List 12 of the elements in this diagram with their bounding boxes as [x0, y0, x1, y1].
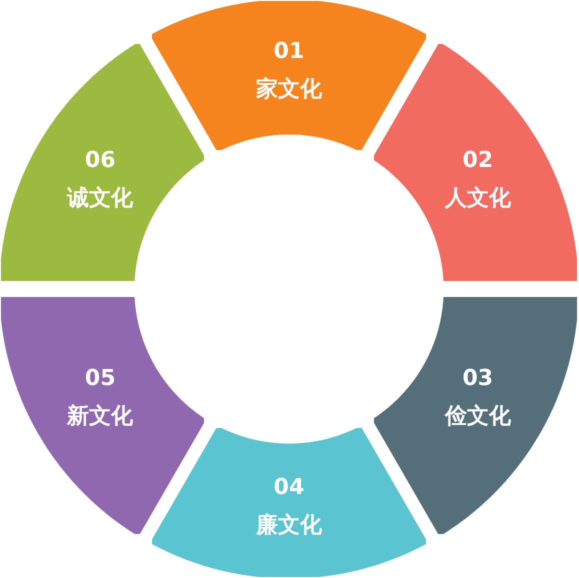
segment-label: 诚文化: [67, 188, 134, 210]
segment-number: 03: [462, 368, 494, 390]
segment-label: 廉文化: [256, 514, 322, 537]
segment-label: 家文化: [256, 79, 322, 101]
segment-label: 俭文化: [444, 406, 511, 428]
segment-number: 01: [274, 41, 304, 63]
segment-label: 新文化: [67, 406, 134, 428]
segment-number: 02: [462, 150, 494, 172]
segment-label: 人文化: [444, 188, 511, 210]
segment-number: 05: [84, 368, 116, 390]
segment-number: 04: [274, 476, 304, 499]
segment-number: 06: [84, 150, 116, 172]
